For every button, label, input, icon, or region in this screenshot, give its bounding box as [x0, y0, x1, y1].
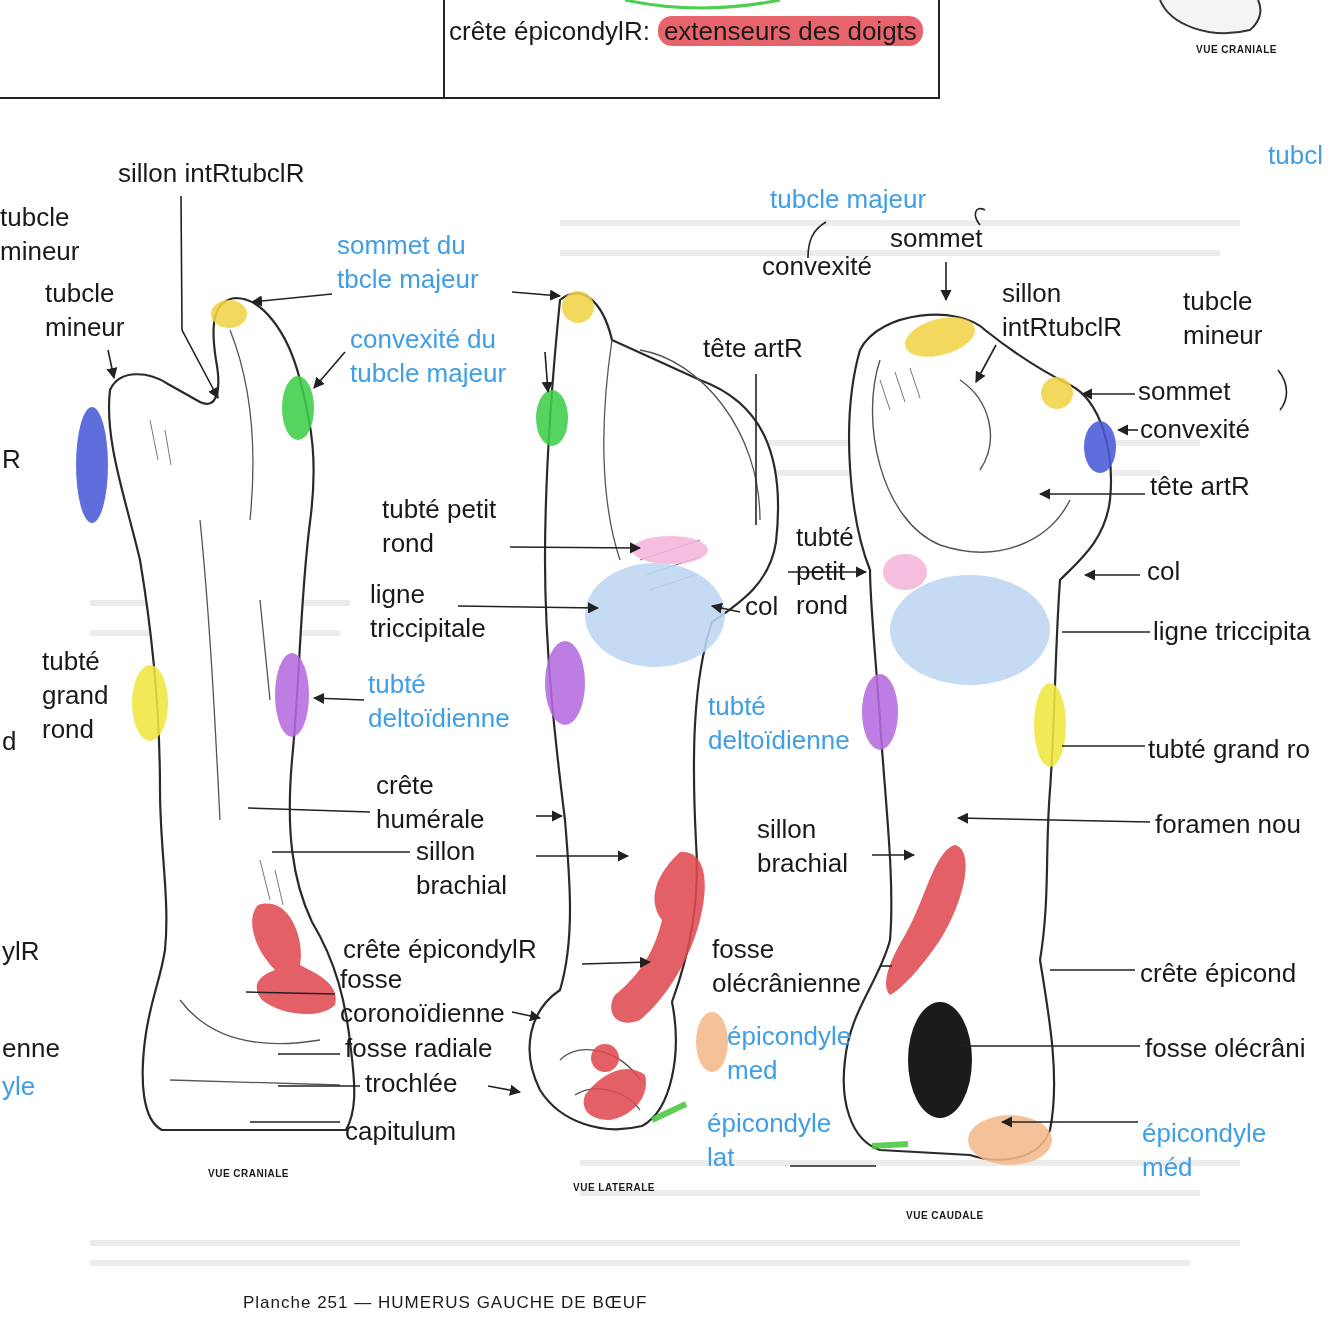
part-label: trochlée [365, 1066, 458, 1100]
faded-page-text [90, 220, 1240, 1266]
part-label: convexité [1140, 412, 1250, 446]
part-label: convexité du tubcle majeur [350, 322, 555, 390]
part-label: d [2, 724, 16, 758]
part-label: sommet du tbcle majeur [337, 228, 515, 296]
table-text: crête épicondylR: [449, 16, 650, 46]
green-outline [625, 0, 780, 8]
part-label: tubté petit rond [796, 520, 874, 622]
part-label: épicondyle med [727, 1019, 867, 1087]
view-label: VUE LATERALE [573, 1182, 655, 1194]
part-label: fosse coronoïdienne [340, 962, 515, 1030]
part-label: ligne triccipitale [370, 577, 520, 645]
part-label: tubté deltoïdienne [708, 689, 886, 757]
part-label: épicondyle méd [1142, 1116, 1282, 1184]
part-label: crête épicondylR [343, 932, 537, 966]
part-label: tubté deltoïdienne [368, 667, 546, 735]
part-label: capitulum [345, 1114, 456, 1148]
part-label: tubcle mineur [0, 200, 100, 268]
part-label: enne [2, 1031, 60, 1065]
muscle-insertions [76, 291, 1116, 1165]
table-frame [0, 0, 940, 98]
humerus-cranial [109, 298, 354, 1130]
part-label: tête artR [703, 331, 803, 365]
leader-lines [108, 196, 1287, 1166]
part-label: tubté petit rond [382, 492, 532, 560]
part-label: yle [2, 1069, 35, 1103]
part-label: ylR [2, 934, 40, 968]
part-label: sillon brachial [757, 812, 867, 880]
plate-caption: Planche 251 — HUMERUS GAUCHE DE BŒUF [243, 1292, 647, 1314]
part-label: sillon brachial [416, 834, 526, 902]
highlighted-note: extenseurs des doigts [658, 16, 923, 46]
view-label: VUE CRANIALE [208, 1168, 289, 1180]
part-label: sommet [1138, 374, 1230, 408]
part-label: fosse radiale [345, 1031, 492, 1065]
part-label: ligne triccipita [1153, 614, 1311, 648]
part-label: tubcle mineur [45, 276, 145, 344]
humerus-caudal [844, 315, 1111, 1160]
part-label: convexité [762, 249, 872, 283]
part-label: tubcl [1268, 138, 1323, 172]
part-label: crête humérale [376, 768, 506, 836]
part-label: tubté grand ro [1148, 732, 1310, 766]
view-label: VUE CAUDALE [906, 1210, 984, 1222]
part-label: crête épicond [1140, 956, 1296, 990]
part-label: R [2, 442, 21, 476]
table-cell: crête épicondylR: extenseurs des doigts [449, 10, 937, 52]
part-label: col [745, 589, 778, 623]
part-label: tête artR [1150, 469, 1250, 503]
part-label: tubté grand rond [42, 644, 127, 746]
part-label: sillon intRtubclR [118, 156, 304, 190]
part-label: tubcle mineur [1183, 284, 1283, 352]
bone-sketch [1160, 0, 1260, 33]
part-label: épicondyle lat [707, 1106, 847, 1174]
part-label: fosse olécrâni [1145, 1031, 1305, 1065]
part-label: col [1147, 554, 1180, 588]
part-label: tubcle majeur [770, 182, 926, 216]
view-label: VUE CRANIALE [1196, 44, 1277, 56]
part-label: fosse olécrânienne [712, 932, 877, 1000]
part-label: sommet [890, 221, 982, 255]
part-label: sillon intRtubclR [1002, 276, 1152, 344]
part-label: foramen nou [1155, 807, 1301, 841]
